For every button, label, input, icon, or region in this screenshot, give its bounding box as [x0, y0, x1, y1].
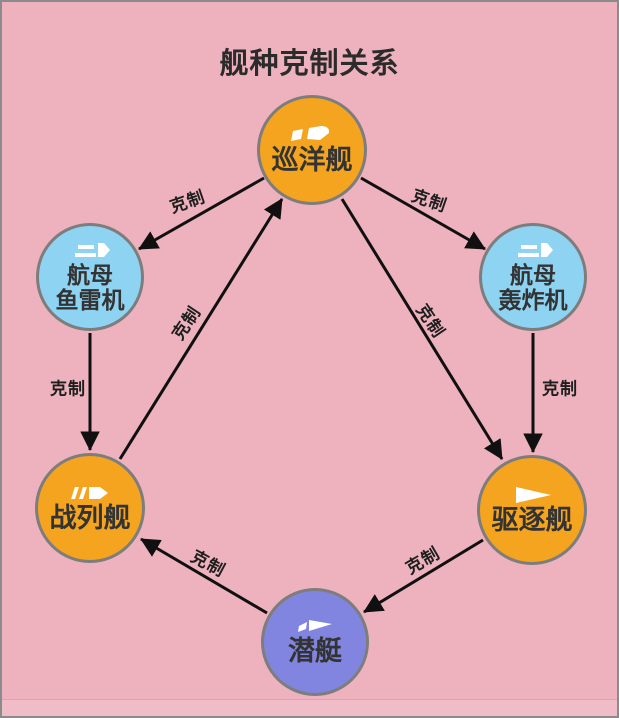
node-label-carrier-bomber-line1: 航母 [510, 263, 556, 290]
submarine-ship-icon [298, 620, 332, 633]
node-submarine[interactable]: 潜艇 [261, 588, 369, 696]
node-label-battleship: 战列舰 [49, 503, 131, 535]
edge-label-bomber-destroyer: 克制 [542, 379, 578, 400]
destroyer-ship-icon [516, 487, 551, 504]
edge-submarine-to-battleship [140, 537, 268, 615]
edge-cruiser-to-bomber [360, 176, 486, 251]
node-battleship[interactable]: 战列舰 [35, 453, 145, 563]
battleship-ship-icon [71, 487, 108, 500]
edge-cruiser-to-destroyer [340, 198, 504, 460]
carrier-plane-icon [518, 243, 553, 258]
edge-destroyer-to-submarine [363, 538, 484, 614]
edge-battleship-to-cruiser [118, 198, 284, 460]
node-label-destroyer: 驱逐舰 [491, 505, 573, 537]
bottom-strip [2, 699, 617, 716]
node-label-submarine: 潜艇 [288, 636, 342, 668]
node-label-carrier-torpedo-line1: 航母 [67, 263, 113, 290]
node-label-cruiser: 巡洋舰 [271, 145, 353, 177]
node-label-carrier-torpedo-line2: 鱼雷机 [55, 287, 125, 314]
node-carrier-bomber[interactable]: 航母 轰炸机 [479, 223, 587, 331]
node-cruiser[interactable]: 巡洋舰 [257, 95, 367, 205]
cruiser-ship-icon [291, 126, 329, 142]
edge-label-torpedo-battleship: 克制 [50, 379, 86, 400]
edge-cruiser-to-torpedo-plane [138, 176, 265, 251]
node-destroyer[interactable]: 驱逐舰 [477, 455, 587, 565]
node-label-carrier-bomber-line2: 轰炸机 [498, 287, 568, 314]
diagram-title: 舰种克制关系 [219, 46, 400, 80]
carrier-plane-icon [75, 243, 110, 258]
node-carrier-torpedo-plane[interactable]: 航母 鱼雷机 [36, 223, 144, 331]
